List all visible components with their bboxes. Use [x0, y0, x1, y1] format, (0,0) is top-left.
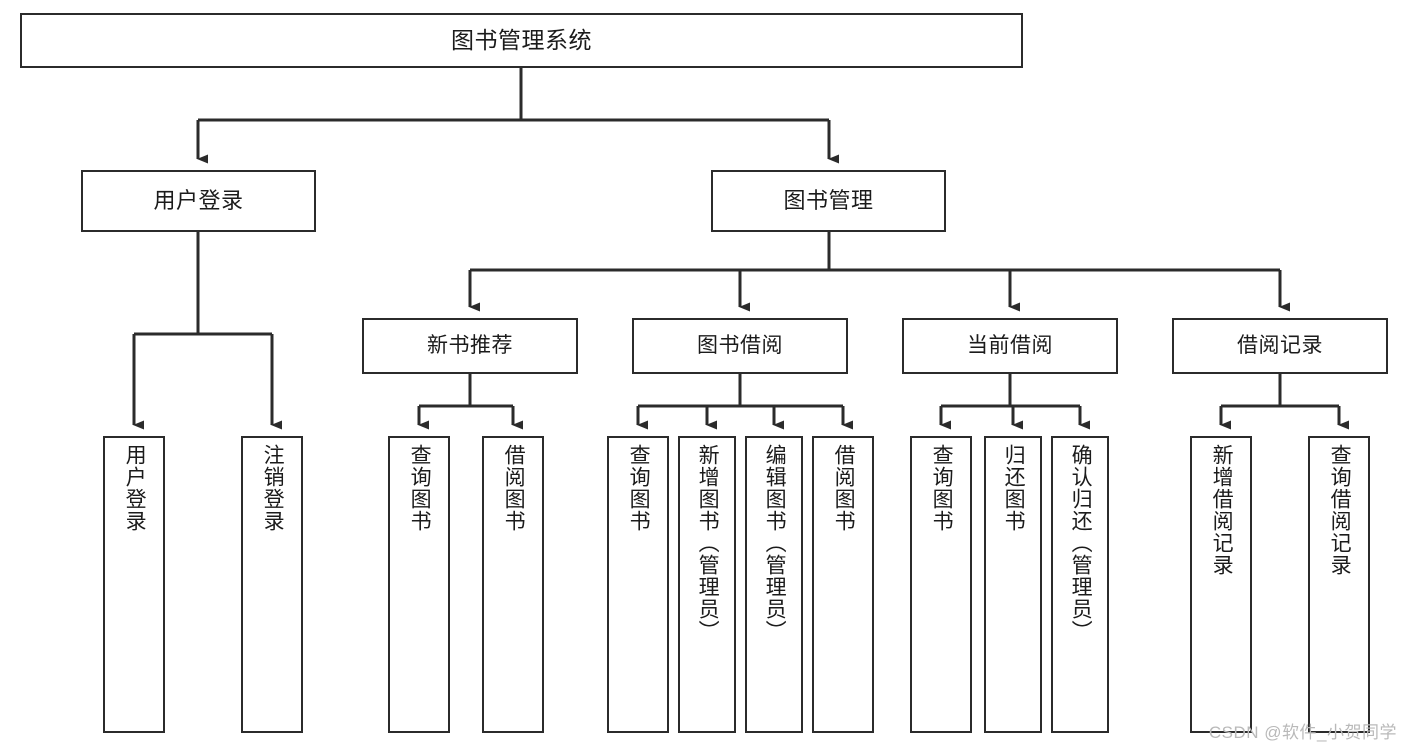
- node-label: 编辑图书（管理员）: [763, 444, 787, 642]
- node-borrowing-record[interactable]: 借阅记录: [1172, 318, 1388, 374]
- node-new-book-recommendation[interactable]: 新书推荐: [362, 318, 578, 374]
- node-label: 借阅记录: [1237, 333, 1323, 357]
- node-label: 图书管理系统: [451, 26, 592, 53]
- node-current-borrowing[interactable]: 当前借阅: [902, 318, 1118, 374]
- node-book-borrowing[interactable]: 图书借阅: [632, 318, 848, 374]
- node-user-login[interactable]: 用户登录: [81, 170, 316, 232]
- node-leaf-query-borrow-record[interactable]: 查询借阅记录: [1308, 436, 1370, 733]
- node-leaf-return-book[interactable]: 归还图书: [984, 436, 1042, 733]
- node-root-book-management-system[interactable]: 图书管理系统: [20, 13, 1023, 68]
- node-leaf-borrow-book-borrowing[interactable]: 借阅图书: [812, 436, 874, 733]
- node-label: 新增借阅记录: [1210, 444, 1234, 576]
- node-leaf-add-borrow-record[interactable]: 新增借阅记录: [1190, 436, 1252, 733]
- node-label: 注销登录: [261, 444, 285, 532]
- node-leaf-query-book-current[interactable]: 查询图书: [910, 436, 972, 733]
- node-label: 借阅图书: [832, 444, 856, 532]
- node-leaf-add-book-admin[interactable]: 新增图书（管理员）: [678, 436, 736, 733]
- node-label: 确认归还（管理员）: [1069, 444, 1093, 642]
- node-label: 图书管理: [783, 188, 874, 214]
- node-leaf-query-book-recommendation[interactable]: 查询图书: [388, 436, 450, 733]
- node-leaf-borrow-book-recommendation[interactable]: 借阅图书: [482, 436, 544, 733]
- node-label: 图书借阅: [697, 333, 783, 357]
- node-label: 当前借阅: [967, 333, 1053, 357]
- node-label: 新书推荐: [427, 333, 513, 357]
- node-label: 借阅图书: [502, 444, 526, 532]
- node-book-management[interactable]: 图书管理: [711, 170, 946, 232]
- node-leaf-logout[interactable]: 注销登录: [241, 436, 303, 733]
- node-label: 查询图书: [627, 444, 651, 532]
- node-leaf-query-book-borrowing[interactable]: 查询图书: [607, 436, 669, 733]
- node-label: 查询图书: [408, 444, 432, 532]
- node-label: 查询图书: [930, 444, 954, 532]
- node-leaf-edit-book-admin[interactable]: 编辑图书（管理员）: [745, 436, 803, 733]
- node-label: 用户登录: [153, 188, 244, 214]
- node-label: 归还图书: [1002, 444, 1026, 532]
- node-leaf-user-login[interactable]: 用户登录: [103, 436, 165, 733]
- csdn-watermark: CSDN @软件_小贺同学: [1208, 723, 1397, 742]
- node-label: 新增图书（管理员）: [696, 444, 720, 642]
- node-label: 查询借阅记录: [1328, 444, 1352, 576]
- node-label: 用户登录: [123, 444, 147, 532]
- node-leaf-confirm-return-admin[interactable]: 确认归还（管理员）: [1051, 436, 1109, 733]
